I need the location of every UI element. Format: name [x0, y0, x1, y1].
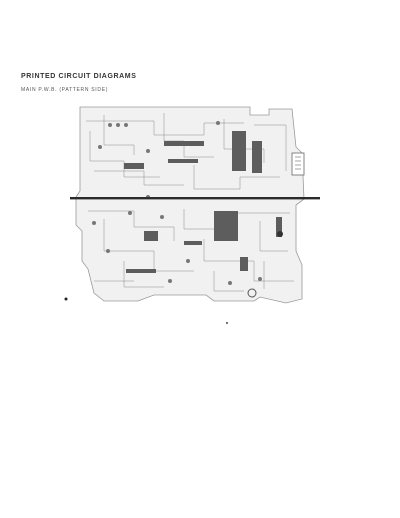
page-title: PRINTED CIRCUIT DIAGRAMS: [21, 73, 137, 80]
page-subtitle: MAIN P.W.B. (PATTERN SIDE): [21, 87, 109, 93]
page-footer-dot: [226, 322, 228, 324]
circuit-board-diagram: [64, 101, 326, 310]
